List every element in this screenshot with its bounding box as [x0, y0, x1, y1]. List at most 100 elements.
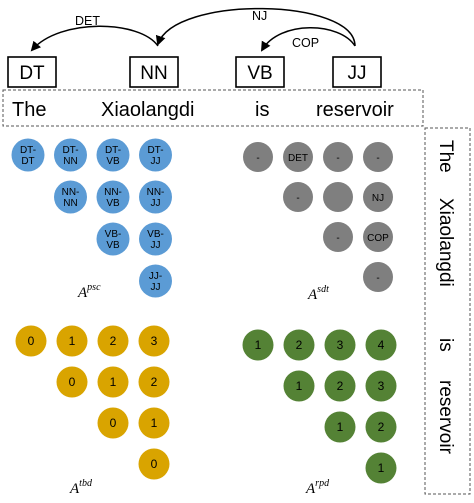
sentence-vertical-box — [424, 127, 471, 495]
cell-label-sdt-1-3: NJ — [372, 193, 384, 204]
cell-label-sdt-2-2: - — [336, 233, 339, 244]
cell-sdt-2-3 — [363, 222, 393, 252]
cell-sdt-1-3 — [363, 182, 393, 212]
cell-label-psc-3-3: JJ-JJ — [149, 271, 162, 293]
cell-rpd-0-2 — [324, 329, 356, 361]
cell-label-psc-1-3: NN-JJ — [147, 187, 165, 209]
cell-label-psc-1-2: NN-VB — [104, 187, 122, 209]
cell-label-psc-0-1: DT-NN — [62, 145, 78, 167]
vword-xiaolangdi: Xiaolangdi — [435, 198, 456, 287]
cell-label-rpd-2-2: 1 — [337, 420, 344, 434]
label-psc: Apsc — [77, 282, 101, 301]
cell-label-tbd-1-2: 1 — [110, 375, 117, 389]
cell-psc-3-3 — [139, 264, 172, 298]
cell-sdt-2-2 — [323, 222, 353, 252]
cell-tbd-3-3 — [138, 448, 170, 480]
cell-psc-2-2 — [96, 222, 130, 256]
sentence-vertical: The Xiaolangdi is reservoir — [424, 127, 471, 495]
tag-box-jj — [332, 56, 382, 88]
label-tbd: Atbd — [69, 478, 93, 497]
cell-tbd-0-2 — [97, 325, 129, 357]
arc-label-cop: COP — [292, 36, 319, 50]
cell-sdt-0-1 — [283, 142, 313, 172]
cell-rpd-1-2 — [324, 370, 356, 402]
word-reservoir: reservoir — [316, 99, 394, 121]
cell-rpd-2-2 — [324, 411, 356, 443]
word-the: The — [12, 99, 46, 121]
label-rpd: Arpd — [305, 478, 330, 497]
arc-det — [30, 25, 159, 52]
cell-label-rpd-1-1: 1 — [296, 379, 303, 393]
cell-psc-0-0 — [11, 138, 45, 172]
label-sdt: Asdt — [307, 284, 329, 303]
cell-sdt-1-2 — [323, 182, 353, 212]
cell-tbd-1-1 — [56, 366, 88, 398]
cell-label-rpd-0-3: 4 — [378, 338, 385, 352]
cell-label-sdt-3-3: - — [376, 273, 379, 284]
dependency-arcs: DET NJ COP — [30, 7, 356, 52]
cell-tbd-0-3 — [138, 325, 170, 357]
arc-cop — [260, 27, 356, 52]
tag-dt: DT — [19, 63, 45, 84]
tag-box-vb — [235, 56, 285, 88]
matrix-labels: Apsc Asdt Atbd Arpd — [69, 282, 330, 497]
cell-label-rpd-1-3: 3 — [378, 379, 385, 393]
cell-label-rpd-2-3: 2 — [378, 420, 385, 434]
cell-rpd-0-0 — [242, 329, 274, 361]
cell-label-psc-0-3: DT-JJ — [147, 145, 163, 167]
cell-psc-1-2 — [96, 180, 130, 214]
cell-sdt-0-3 — [363, 142, 393, 172]
cell-psc-2-3 — [139, 222, 172, 256]
cell-label-rpd-3-3: 1 — [378, 461, 385, 475]
cell-rpd-0-3 — [365, 329, 397, 361]
sentence-box — [2, 89, 424, 127]
tag-vb: VB — [247, 63, 272, 84]
label-sdt-sup: sdt — [317, 284, 329, 295]
vword-the: The — [435, 140, 456, 173]
word-xiaolangdi: Xiaolangdi — [101, 99, 194, 121]
cell-label-psc-0-0: DT-DT — [20, 145, 36, 167]
cell-rpd-1-3 — [365, 370, 397, 402]
pos-tag-row: DT NN VB JJ — [7, 56, 382, 88]
cell-label-tbd-1-3: 2 — [151, 375, 158, 389]
vword-reservoir: reservoir — [435, 380, 456, 455]
cell-sdt-0-0 — [243, 142, 273, 172]
cell-label-tbd-0-3: 3 — [151, 334, 158, 348]
cell-label-tbd-0-0: 0 — [28, 334, 35, 348]
cell-label-rpd-1-2: 2 — [337, 379, 344, 393]
cell-label-tbd-2-3: 1 — [151, 416, 158, 430]
cell-label-psc-2-2: VB-VB — [105, 229, 122, 251]
cell-label-psc-2-3: VB-JJ — [147, 229, 164, 251]
cell-label-sdt-0-0: - — [256, 153, 259, 164]
label-psc-sup: psc — [86, 282, 101, 293]
arc-label-nj: NJ — [252, 9, 267, 23]
matrix-sdt: -DET---NJ-COP- — [243, 142, 393, 292]
vword-is: is — [435, 338, 456, 352]
cell-label-rpd-0-2: 3 — [337, 338, 344, 352]
cell-sdt-0-2 — [323, 142, 353, 172]
cell-psc-0-2 — [96, 138, 130, 172]
arc-nj — [155, 7, 356, 47]
sentence-horizontal: The Xiaolangdi is reservoir — [2, 89, 424, 127]
tag-jj: JJ — [348, 63, 367, 84]
cell-sdt-3-3 — [363, 262, 393, 292]
tag-box-dt — [7, 56, 57, 88]
cell-label-tbd-1-1: 0 — [69, 375, 76, 389]
cell-psc-0-1 — [54, 138, 87, 172]
arc-label-det: DET — [75, 14, 100, 28]
word-is: is — [255, 99, 269, 121]
cell-label-psc-1-1: NN-NN — [62, 187, 80, 209]
tag-nn: NN — [140, 63, 167, 84]
matrix-psc: DT-DT DT-NN DT-VB DT-JJ NN-NN NN-VB NN-JJ VB-VB… — [11, 138, 172, 298]
cell-label-tbd-3-3: 0 — [151, 457, 158, 471]
cell-rpd-0-1 — [283, 329, 315, 361]
cell-label-sdt-2-3: COP — [367, 233, 389, 244]
cell-psc-1-1 — [54, 180, 87, 214]
tag-box-nn — [129, 56, 179, 88]
cell-tbd-2-3 — [138, 407, 170, 439]
cell-rpd-1-1 — [283, 370, 315, 402]
cell-label-psc-0-2: DT-VB — [105, 145, 121, 167]
cell-label-tbd-0-1: 1 — [69, 334, 76, 348]
